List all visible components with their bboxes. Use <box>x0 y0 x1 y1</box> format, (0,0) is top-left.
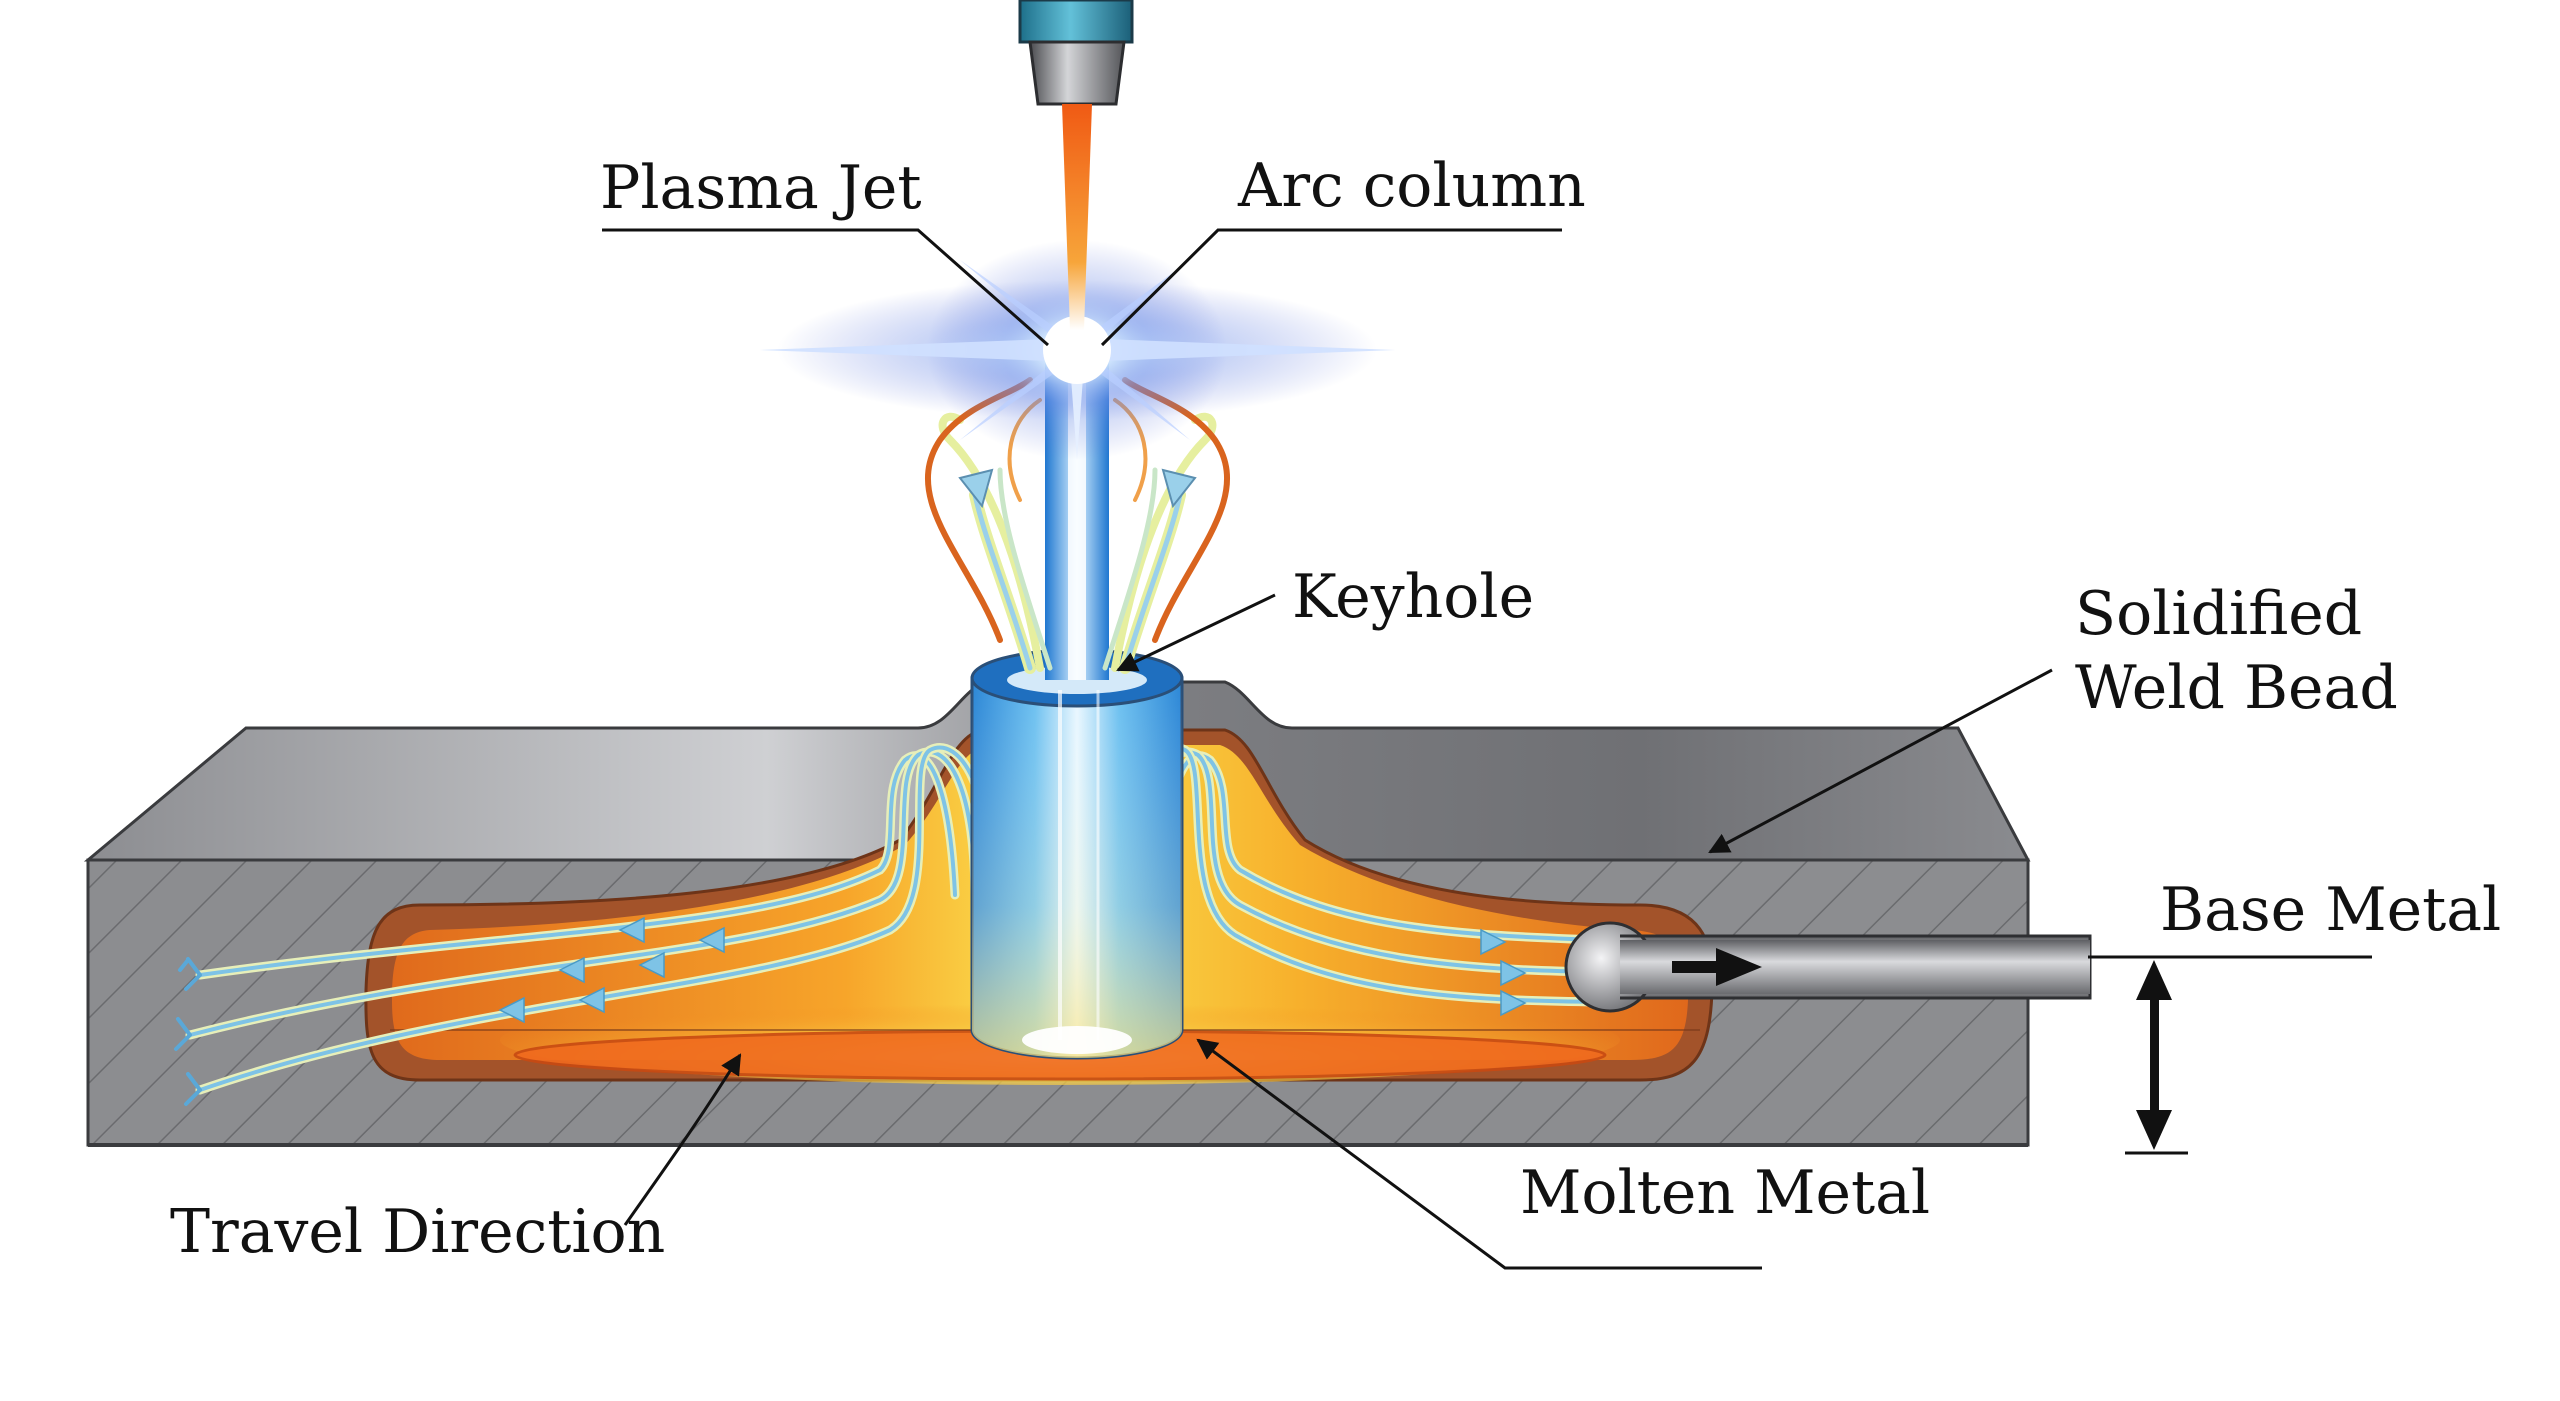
label-base-metal: Base Metal <box>2160 875 2502 945</box>
arrow-right-icon <box>1672 948 1762 986</box>
keyhole <box>970 648 1184 1060</box>
leader-plasma-jet <box>602 228 1049 347</box>
leader-molten-metal <box>1196 1038 1762 1270</box>
torch-nozzle-icon <box>1018 0 1134 330</box>
label-arc-column: Arc column <box>1238 151 1586 221</box>
double-arrow-vertical-icon <box>2088 955 2372 1155</box>
label-weld-bead: Weld Bead <box>2075 653 2398 723</box>
leader-travel-direction <box>623 1053 742 1226</box>
label-solidified: Solidified <box>2075 579 2363 649</box>
label-plasma-jet: Plasma Jet <box>600 153 922 223</box>
leader-arc-column <box>1100 228 1562 347</box>
leader-lines <box>602 228 2053 1270</box>
label-keyhole: Keyhole <box>1292 562 1535 632</box>
label-molten-metal: Molten Metal <box>1520 1158 1931 1228</box>
leader-weld-bead <box>1708 668 2053 854</box>
label-travel-direction: Travel Direction <box>170 1197 666 1267</box>
leader-keyhole <box>1116 593 1276 672</box>
solidified-weld-bead <box>1564 921 2092 1013</box>
